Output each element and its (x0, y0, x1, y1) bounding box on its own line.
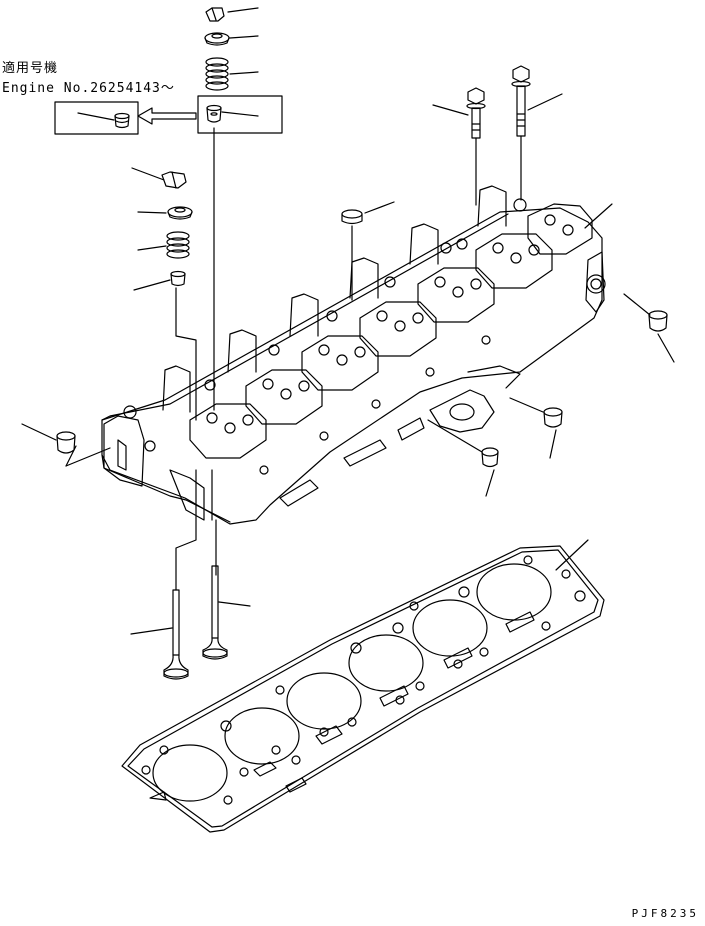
head-bolts (433, 66, 562, 205)
spring-retainer-left-icon (168, 207, 192, 219)
side-plugs (22, 294, 674, 496)
side-ports (280, 366, 520, 506)
engine-number-label: Engine No.26254143～ (2, 81, 175, 96)
valve-keeper-left-icon (162, 172, 186, 188)
leader-line (222, 112, 258, 116)
left-valve-stack (132, 168, 196, 420)
valve-spring-left-icon (167, 232, 189, 258)
valve-stem-seal-new-icon (115, 114, 129, 128)
valve-pockets (190, 204, 592, 458)
cup-plug-bottom-icon (428, 420, 498, 496)
arrow-left-icon (138, 108, 196, 124)
intake-valve-icon (131, 590, 188, 679)
new-seal-box (55, 102, 138, 134)
rocker-pedestals (163, 186, 506, 412)
valve-keeper-upper-icon (206, 8, 224, 21)
head-end-face-left (104, 406, 204, 520)
valve-bosses (207, 215, 573, 433)
cup-plug-mid-right-icon (510, 398, 562, 458)
spring-retainer-upper-icon (205, 33, 229, 45)
upper-valve-stack (205, 8, 258, 575)
leader-line (78, 113, 114, 120)
gasket-holes (142, 556, 585, 804)
deck-bolt-holes (145, 199, 526, 474)
valve-stem-seal-old-icon (207, 106, 221, 123)
serial-callout-boxes (55, 96, 282, 134)
head-bolt-short-icon (467, 88, 485, 205)
head-gasket (122, 540, 604, 832)
assembly-leaders (176, 204, 612, 590)
cup-plug-right-icon (624, 294, 674, 362)
head-end-face-right (586, 252, 605, 312)
old-seal-box (198, 96, 282, 133)
valves (131, 566, 250, 679)
gasket-slots (150, 612, 534, 800)
valve-stem-seal-left-icon (171, 272, 185, 286)
head-bolt-long-icon (512, 66, 530, 200)
drawing-code: PJF8235 (631, 907, 699, 920)
cylinder-head (102, 186, 605, 524)
exhaust-valve-icon (203, 566, 250, 659)
applicable-serial-label: 適用号機 (2, 61, 59, 76)
gasket-bores (153, 564, 551, 801)
valve-spring-upper-icon (206, 58, 228, 90)
cup-plug-left-icon (22, 424, 110, 466)
